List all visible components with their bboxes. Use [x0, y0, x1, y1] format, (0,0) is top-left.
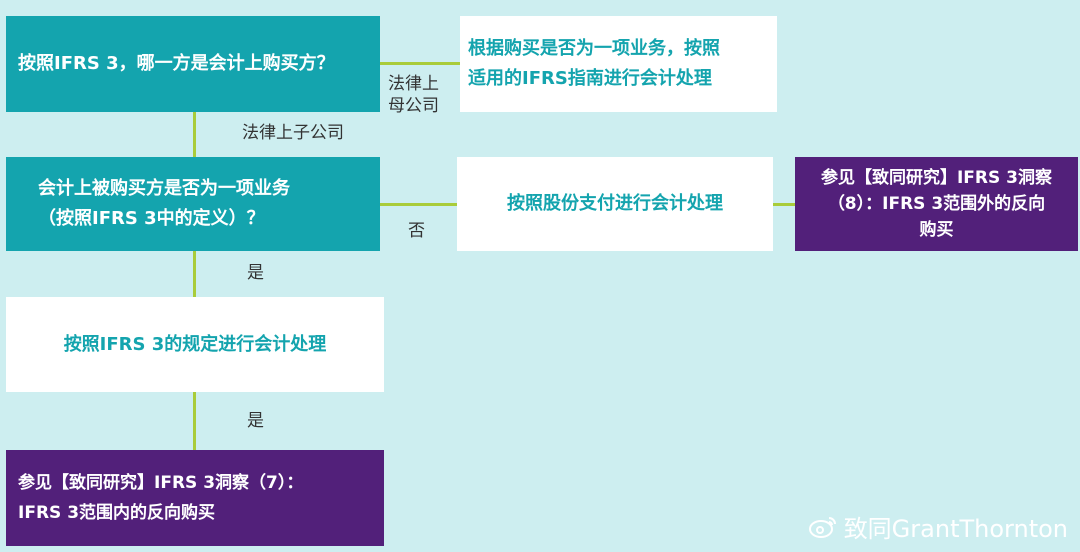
reference-8-line3: 购买: [919, 220, 954, 240]
reference-7-line1: 参见【致同研究】IFRS 3洞察（7）：: [18, 473, 304, 493]
connector-ifrs3-to-ref7: [193, 392, 196, 450]
connector-q1-to-q2: [193, 112, 196, 157]
label-legal-parent: 法律上 母公司: [388, 74, 439, 116]
business-assessment-line2: 适用的IFRS指南进行会计处理: [468, 68, 712, 89]
connector-q2-to-share-payment: [380, 203, 457, 206]
label-legal-subsidiary: 法律上子公司: [242, 123, 344, 143]
connector-q2-to-ifrs3: [193, 251, 196, 297]
question-acquirer-text: 按照IFRS 3，哪一方是会计上购买方？: [18, 53, 335, 74]
business-assessment-line1: 根据购买是否为一项业务，按照: [468, 38, 720, 59]
connector-q1-to-answer: [380, 62, 460, 65]
share-payment-box: 按照股份支付进行会计处理: [457, 157, 773, 251]
reference-8-line2: （8）：IFRS 3范围外的反向: [827, 194, 1046, 214]
question-business-line1: 会计上被购买方是否为一项业务: [38, 178, 290, 199]
reference-8-line1: 参见【致同研究】IFRS 3洞察: [820, 168, 1053, 188]
label-yes-2: 是: [247, 411, 264, 431]
question-acquirer-box: 按照IFRS 3，哪一方是会计上购买方？: [6, 16, 380, 112]
question-business-line2: （按照IFRS 3中的定义）？: [38, 208, 265, 229]
reference-7-box: 参见【致同研究】IFRS 3洞察（7）： IFRS 3范围内的反向购买: [6, 450, 384, 546]
business-assessment-box: 根据购买是否为一项业务，按照 适用的IFRS指南进行会计处理: [460, 16, 777, 112]
reference-7-line2: IFRS 3范围内的反向购买: [18, 503, 216, 523]
connector-share-payment-to-ref8: [773, 203, 795, 206]
watermark-text: 致同GrantThornton: [843, 515, 1068, 543]
question-business-box: 会计上被购买方是否为一项业务 （按照IFRS 3中的定义）？: [6, 157, 380, 251]
reference-8-box: 参见【致同研究】IFRS 3洞察 （8）：IFRS 3范围外的反向 购买: [795, 157, 1078, 251]
weibo-watermark: 致同GrantThornton: [808, 509, 1068, 544]
ifrs3-accounting-box: 按照IFRS 3的规定进行会计处理: [6, 297, 384, 392]
label-no: 否: [408, 221, 425, 241]
weibo-icon: [808, 516, 836, 538]
share-payment-text: 按照股份支付进行会计处理: [507, 193, 723, 214]
label-yes-1: 是: [247, 263, 264, 283]
ifrs3-accounting-text: 按照IFRS 3的规定进行会计处理: [63, 333, 327, 355]
